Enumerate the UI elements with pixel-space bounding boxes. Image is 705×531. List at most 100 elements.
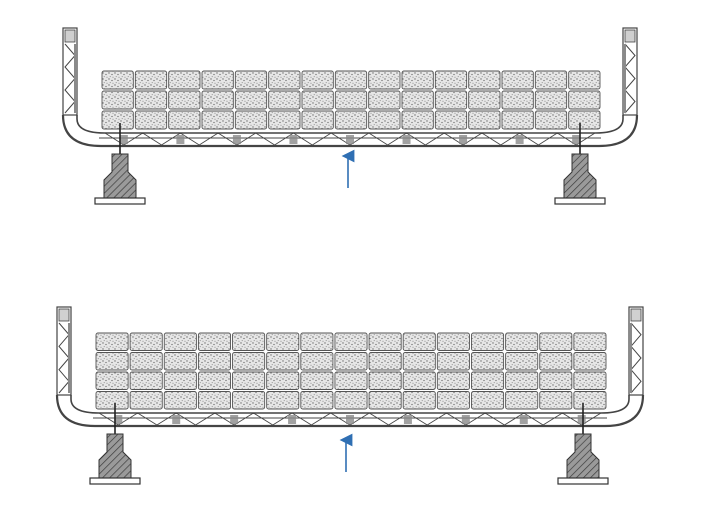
right-pier bbox=[554, 123, 606, 205]
tray-inner-rail bbox=[76, 115, 624, 134]
wall-truss bbox=[630, 322, 642, 394]
container-block bbox=[505, 371, 539, 390]
container-block bbox=[300, 391, 334, 410]
container-block bbox=[368, 352, 402, 371]
container-block bbox=[471, 352, 505, 371]
container-block bbox=[468, 90, 501, 110]
container-block bbox=[101, 90, 134, 110]
truss-gusset bbox=[119, 135, 128, 144]
left-pier bbox=[94, 123, 146, 205]
container-block bbox=[534, 90, 568, 110]
truss-gusset bbox=[346, 135, 354, 144]
container-block bbox=[368, 391, 402, 410]
container-block bbox=[401, 90, 434, 110]
wall-cap bbox=[630, 308, 642, 322]
container-block bbox=[268, 90, 301, 110]
truss-gusset bbox=[114, 415, 123, 424]
container-block bbox=[501, 70, 534, 90]
container-block bbox=[501, 90, 534, 110]
container-block bbox=[573, 391, 607, 410]
container-block bbox=[129, 391, 163, 410]
container-block bbox=[539, 391, 573, 410]
container-block bbox=[129, 371, 163, 390]
right-pier bbox=[557, 403, 609, 485]
container-block bbox=[163, 391, 197, 410]
container-block bbox=[232, 391, 266, 410]
container-block bbox=[501, 110, 534, 130]
container-block bbox=[134, 90, 168, 110]
container-block bbox=[505, 352, 539, 371]
container-block bbox=[266, 391, 300, 410]
pier-column bbox=[98, 433, 132, 479]
truss-gusset bbox=[577, 415, 586, 424]
container-block bbox=[436, 332, 470, 351]
truss-gusset bbox=[288, 415, 297, 424]
container-block bbox=[568, 70, 601, 90]
container-block bbox=[436, 371, 470, 390]
container-stack bbox=[95, 332, 607, 410]
truss-gusset bbox=[402, 135, 411, 144]
wall-truss bbox=[624, 43, 636, 114]
base-plate bbox=[89, 477, 141, 485]
container-block bbox=[234, 90, 268, 110]
container-block bbox=[539, 332, 573, 351]
container-block bbox=[471, 391, 505, 410]
container-block bbox=[197, 352, 231, 371]
container-block bbox=[232, 352, 266, 371]
container-block bbox=[402, 391, 436, 410]
truss-gusset bbox=[346, 415, 354, 424]
container-block bbox=[163, 332, 197, 351]
container-block bbox=[300, 352, 334, 371]
container-block bbox=[368, 70, 401, 90]
container-block bbox=[568, 90, 601, 110]
top-configuration-panel bbox=[61, 27, 639, 205]
container-block bbox=[266, 332, 300, 351]
container-block bbox=[201, 90, 234, 110]
wall-edge bbox=[74, 44, 77, 113]
container-block bbox=[134, 110, 168, 130]
truss-gusset bbox=[176, 135, 185, 144]
container-block bbox=[197, 371, 231, 390]
container-stack bbox=[101, 70, 601, 130]
container-block bbox=[134, 70, 168, 90]
base-plate bbox=[554, 197, 606, 205]
container-block bbox=[168, 110, 201, 130]
container-block bbox=[368, 110, 401, 130]
truss-gusset bbox=[459, 135, 468, 144]
base-plate bbox=[94, 197, 146, 205]
container-block bbox=[401, 110, 434, 130]
container-block bbox=[163, 352, 197, 371]
container-block bbox=[402, 371, 436, 390]
container-block bbox=[434, 110, 468, 130]
wall-edge bbox=[68, 323, 71, 393]
truss-gusset bbox=[289, 135, 298, 144]
container-block bbox=[402, 332, 436, 351]
wall-edge bbox=[629, 323, 632, 393]
container-block bbox=[95, 332, 129, 351]
container-block bbox=[334, 332, 368, 351]
container-block bbox=[468, 70, 501, 90]
container-block bbox=[197, 391, 231, 410]
container-block bbox=[468, 110, 501, 130]
pier-column bbox=[566, 433, 600, 479]
container-block bbox=[368, 371, 402, 390]
container-block bbox=[436, 391, 470, 410]
container-block bbox=[95, 352, 129, 371]
container-block bbox=[434, 70, 468, 90]
container-block bbox=[434, 90, 468, 110]
container-block bbox=[534, 110, 568, 130]
container-block bbox=[95, 391, 129, 410]
base-plate bbox=[557, 477, 609, 485]
bottom-truss bbox=[98, 412, 602, 426]
container-block bbox=[129, 332, 163, 351]
container-block bbox=[573, 371, 607, 390]
truss-gusset bbox=[461, 415, 470, 424]
container-block bbox=[234, 70, 268, 90]
container-block bbox=[505, 332, 539, 351]
truss-gusset bbox=[172, 415, 181, 424]
left-wall bbox=[62, 27, 78, 116]
container-block bbox=[368, 332, 402, 351]
container-block bbox=[101, 70, 134, 90]
truss-gusset bbox=[572, 135, 581, 144]
